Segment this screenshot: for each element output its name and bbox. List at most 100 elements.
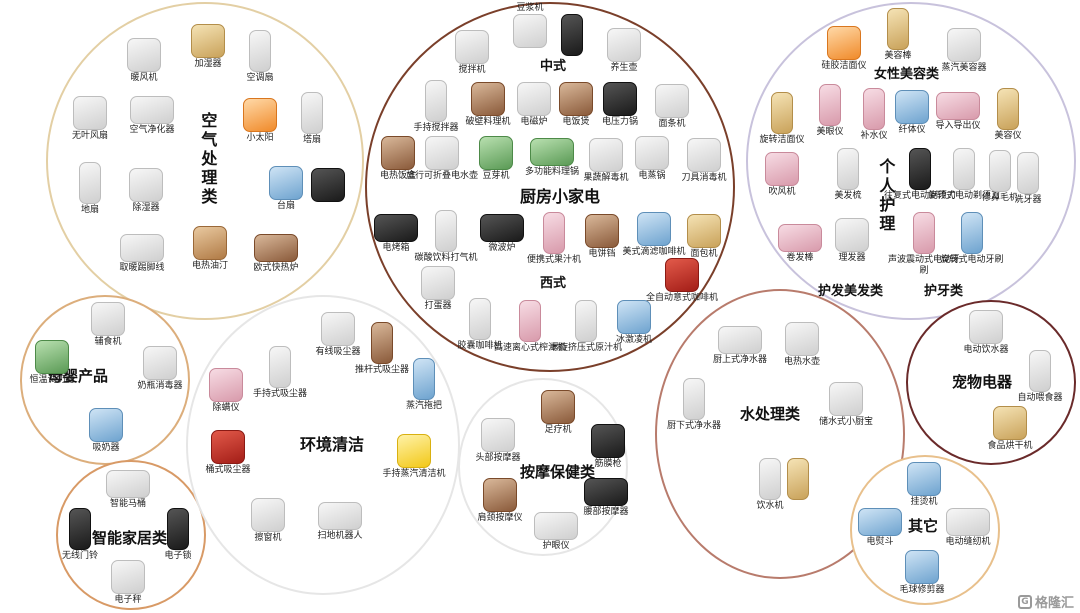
halogen-heater-icon	[243, 98, 277, 132]
facial-steamer-icon	[947, 28, 981, 62]
corded-vacuum-icon	[321, 312, 355, 346]
watermark: G 格隆汇	[1017, 592, 1074, 611]
item-handheld-steam-cleaner: 手持蒸汽清洁机	[374, 434, 454, 480]
item-halogen-heater: 小太阳	[220, 98, 300, 144]
health-pot-icon	[607, 28, 641, 62]
care-beauty-subtitle: 女性美容类	[874, 67, 940, 82]
item-water-dispenser-gold	[758, 458, 838, 500]
electric-iron-icon	[858, 508, 902, 536]
food-dryer-icon	[993, 406, 1027, 440]
bottle-sterilizer-icon	[143, 346, 177, 380]
mini-water-heater-icon	[829, 382, 863, 416]
item-rotary-toothbrush: 旋转式电动牙刷	[932, 212, 1012, 266]
item-curling-iron: 卷发棒	[760, 224, 840, 264]
item-hand-blender: 手持搅拌器	[396, 80, 476, 134]
item-induction-cooker: 电磁炉	[494, 82, 574, 128]
item-high-speed-blender: 破壁料理机	[448, 82, 528, 128]
item-ion-device: 导入导出仪	[918, 92, 998, 132]
silicone-cleanser-icon	[827, 26, 861, 60]
item-electric-lunchbox: 电热饭盒	[358, 136, 438, 182]
item-multi-cooker: 多功能料理锅	[512, 138, 592, 178]
item-air-cooler: 空调扇	[220, 30, 300, 84]
rotary-toothbrush-icon	[961, 212, 983, 254]
nose-trimmer-icon	[989, 150, 1011, 192]
bladeless-fan-icon	[73, 96, 107, 130]
item-air-purifier: 空气净化器	[112, 96, 192, 136]
mite-remover-icon	[209, 368, 243, 402]
sewing-machine-icon	[946, 508, 990, 536]
item-eye-beauty: 美眼仪	[790, 84, 870, 138]
smart-toilet-icon	[106, 470, 150, 498]
item-oven: 电烤箱	[356, 214, 436, 254]
dehumidifier-icon	[129, 168, 163, 202]
item-water-dispenser: 饮水机	[730, 458, 810, 512]
item-hydrating-device: 补水仪	[834, 88, 914, 142]
baby-food-maker-icon	[91, 302, 125, 336]
espresso-machine-icon	[665, 258, 699, 292]
soymilk-maker-icon	[513, 14, 547, 48]
centrifugal-juicer-icon	[519, 300, 541, 342]
item-bottle-sterilizer: 奶瓶消毒器	[120, 346, 200, 392]
item-microwave: 微波炉	[462, 214, 542, 254]
home-title: 智能家居类	[92, 529, 168, 547]
air-cooler-icon	[249, 30, 271, 72]
item-reciprocating-shaver: 往复式电动剃须刀	[880, 148, 960, 202]
item-stick-vacuum: 推杆式吸尘器	[342, 322, 422, 376]
water-title: 水处理类	[740, 405, 801, 423]
item-mini-water-heater: 储水式小厨宝	[806, 382, 886, 428]
watermark-text: 格隆汇	[1034, 596, 1074, 611]
formula-warmer-icon	[35, 340, 69, 374]
heater-icon	[127, 38, 161, 72]
item-floor-fan: 地扇	[50, 162, 130, 216]
care-title: 个人护理	[876, 158, 896, 234]
smart-lock-icon	[167, 508, 189, 550]
air-purifier-icon	[130, 96, 174, 124]
care-teeth-subtitle: 护牙类	[924, 284, 964, 299]
item-convector-heater: 欧式快热炉	[236, 234, 316, 274]
foldable-kettle-icon	[425, 136, 459, 170]
portable-juicer-icon	[543, 212, 565, 254]
pet-water-fountain-icon	[969, 310, 1003, 344]
item-foot-massager: 足疗机	[518, 390, 598, 436]
item-sprout-maker: 豆芽机	[456, 136, 536, 182]
item-bladeless-fan: 无叶风扇	[50, 96, 130, 142]
soda-maker-icon	[435, 210, 457, 252]
item-noodle-maker: 面条机	[632, 84, 712, 130]
item-soymilk-maker: 豆浆机	[490, 2, 570, 48]
water-dispenser-icon	[759, 458, 781, 500]
drip-coffee-maker-icon	[637, 212, 671, 246]
handheld-steam-cleaner-icon	[397, 434, 431, 468]
electric-lunchbox-icon	[381, 136, 415, 170]
head-massager-icon	[481, 418, 515, 452]
item-knife-sterilizer: 刀具消毒机	[664, 138, 744, 184]
water-dispenser-gold-icon	[787, 458, 809, 500]
item-oil-heater: 电热油汀	[170, 226, 250, 272]
item-juicer-dark	[532, 14, 612, 56]
item-rotary-cleanser: 旋转洁面仪	[742, 92, 822, 146]
item-foldable-kettle: 旅行可折叠电水壶	[402, 136, 482, 182]
item-electronic-scale: 电子秤	[88, 560, 168, 606]
item-slimming-device: 纤体仪	[872, 90, 952, 136]
care-hair-subtitle: 护发美发类	[818, 284, 884, 299]
pressure-cooker-icon	[603, 82, 637, 116]
item-water-flosser: 洗牙器	[988, 152, 1068, 206]
air-treatment-title: 空气处理类	[198, 112, 218, 207]
other-title: 其它	[908, 517, 939, 535]
item-robot-vacuum: 扫地机器人	[300, 502, 380, 542]
hydrating-device-icon	[863, 88, 885, 130]
electronic-scale-icon	[111, 560, 145, 594]
item-centrifugal-juicer: 高速离心式榨汁机	[490, 300, 570, 354]
item-hair-brush: 美发梳	[808, 148, 888, 202]
item-baby-food-maker: 辅食机	[68, 302, 148, 348]
item-steam-mop: 蒸汽拖把	[384, 358, 464, 412]
slimming-device-icon	[895, 90, 929, 124]
induction-cooker-icon	[517, 82, 551, 116]
countertop-purifier-icon	[718, 326, 762, 354]
item-dehumidifier: 除湿器	[106, 168, 186, 214]
item-neck-massager: 肩颈按摩仪	[460, 478, 540, 524]
breast-pump-icon	[89, 408, 123, 442]
item-sewing-machine: 电动缝纫机	[928, 508, 1008, 548]
item-mite-remover: 除螨仪	[186, 368, 266, 414]
electric-griddle-icon	[585, 214, 619, 248]
curling-iron-icon	[778, 224, 822, 252]
